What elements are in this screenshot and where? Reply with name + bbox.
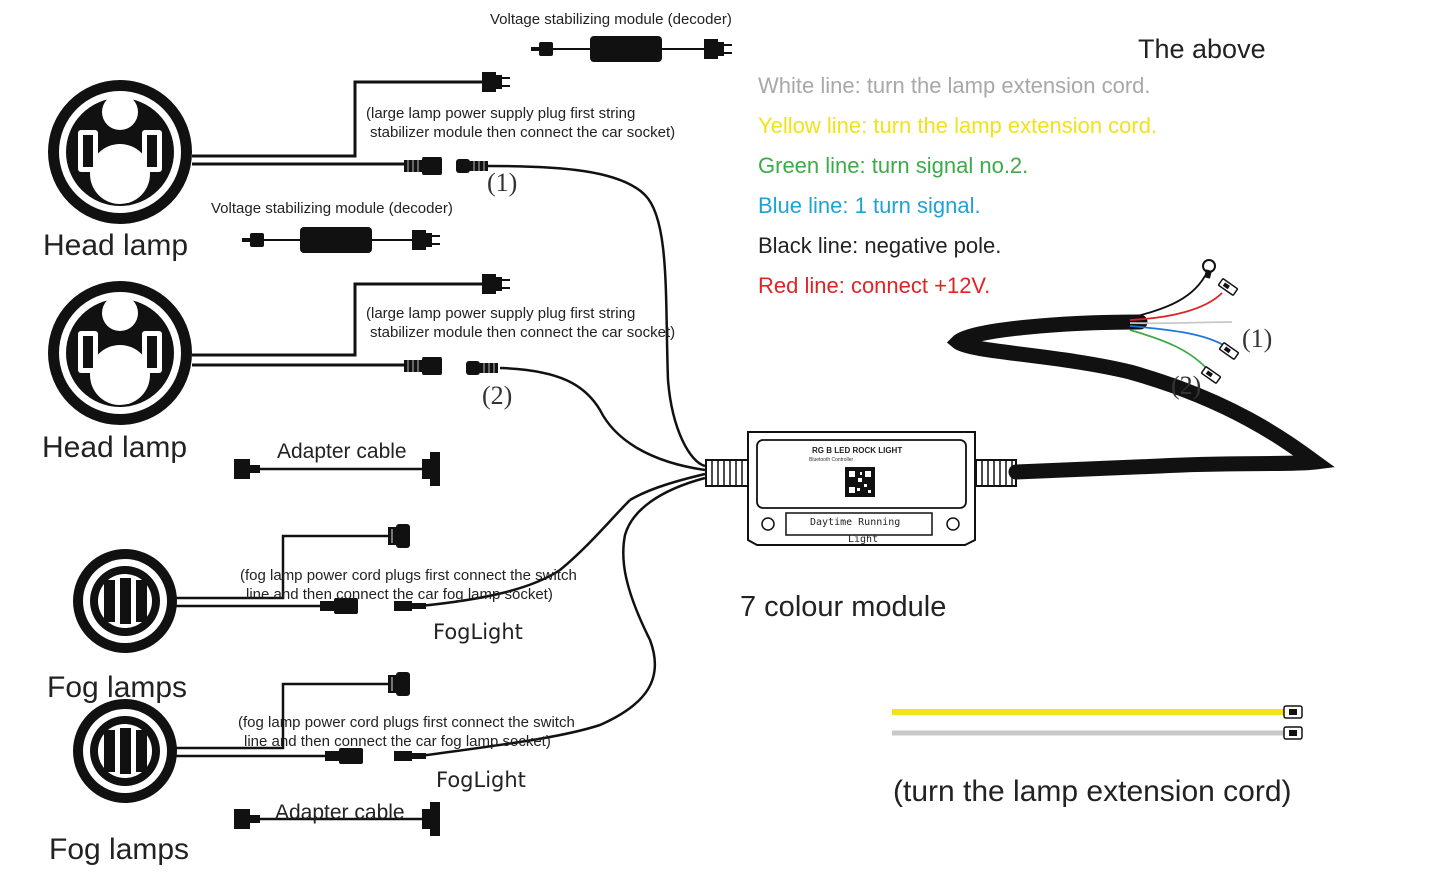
socket-1-mate-icon bbox=[456, 159, 488, 173]
adapter-cable-2-label: Adapter cable bbox=[275, 801, 405, 824]
tail-wires bbox=[1129, 275, 1233, 371]
decoder-1-label: Voltage stabilizing module (decoder) bbox=[490, 11, 732, 28]
head-lamp-2-icon bbox=[48, 281, 192, 425]
fog-socket-1-icon bbox=[320, 598, 358, 614]
extension-cord-label: (turn the lamp extension cord) bbox=[893, 775, 1292, 808]
fog-socket-1-mate-icon bbox=[394, 601, 426, 611]
fog-switch-plug-2-icon bbox=[388, 672, 410, 696]
head-lamp-1-label: Head lamp bbox=[43, 229, 189, 262]
thick-cable bbox=[946, 314, 1335, 480]
spade-terminal-2-icon bbox=[1218, 342, 1240, 360]
foglight-2-label: FogLight bbox=[436, 768, 526, 792]
decoder-2-label: Voltage stabilizing module (decoder) bbox=[211, 200, 453, 217]
socket-2-mate-icon bbox=[466, 361, 498, 375]
seven-colour-module-label: 7 colour module bbox=[740, 591, 947, 623]
fog-lamps-1-label: Fog lamps bbox=[47, 671, 188, 704]
legend-blue: Blue line: 1 turn signal. bbox=[758, 193, 981, 218]
socket-2-icon bbox=[404, 357, 442, 375]
large-lamp-note-2: (large lamp power supply plug first stri… bbox=[366, 305, 676, 341]
socket-1-icon bbox=[404, 157, 442, 175]
decoder-2-icon bbox=[242, 227, 440, 253]
head-lamp-1-wiring bbox=[192, 80, 482, 166]
harness-wires bbox=[487, 164, 706, 502]
fog-lamp-1-icon bbox=[73, 549, 177, 653]
connector-2-label: (2) bbox=[482, 381, 513, 410]
fog-lamps-2-label: Fog lamps bbox=[49, 833, 190, 866]
fog-lamp-1-wiring bbox=[170, 499, 631, 608]
legend-red: Red line: connect +12V. bbox=[758, 273, 991, 298]
module-title: RG B LED ROCK LIGHT bbox=[812, 446, 903, 455]
large-lamp-note-1: (large lamp power supply plug first stri… bbox=[366, 105, 676, 141]
head-lamp-1-icon bbox=[48, 80, 192, 224]
fog-note-1: (fog lamp power cord plugs first connect… bbox=[240, 567, 577, 603]
connector-1-right-label: (1) bbox=[1242, 324, 1273, 353]
foglight-1-label: FogLight bbox=[433, 620, 523, 644]
head-lamp-2-wiring bbox=[192, 282, 482, 367]
fog-lamp-2-wiring bbox=[170, 476, 706, 758]
fog-note-2: (fog lamp power cord plugs first connect… bbox=[238, 714, 575, 750]
fog-socket-2-icon bbox=[325, 748, 363, 764]
head-lamp-2-label: Head lamp bbox=[42, 431, 188, 464]
power-plug-1-icon bbox=[482, 72, 510, 92]
ring-terminal-icon bbox=[1202, 259, 1216, 279]
decoder-1-icon bbox=[531, 36, 732, 62]
module-subtitle: Bluetooth Controller bbox=[809, 457, 854, 463]
seven-colour-module-icon bbox=[705, 431, 1017, 546]
spade-terminal-3-icon bbox=[1200, 366, 1222, 384]
adapter-cable-1-label: Adapter cable bbox=[277, 440, 407, 463]
module-drl-line2: Light bbox=[848, 534, 879, 545]
fog-socket-2-mate-icon bbox=[394, 751, 426, 761]
legend-green: Green line: turn signal no.2. bbox=[758, 153, 1029, 178]
the-above-label: The above bbox=[1138, 34, 1266, 64]
connector-1-label: (1) bbox=[487, 168, 518, 197]
fog-lamp-2-icon bbox=[73, 699, 177, 803]
legend-black: Black line: negative pole. bbox=[758, 233, 1002, 258]
legend-yellow: Yellow line: turn the lamp extension cor… bbox=[758, 113, 1158, 138]
spade-terminal-1-icon bbox=[1217, 278, 1239, 296]
extension-cords bbox=[892, 705, 1303, 740]
legend-white: White line: turn the lamp extension cord… bbox=[758, 73, 1151, 98]
module-drl-line1: Daytime Running bbox=[810, 517, 901, 528]
connector-2-right-label: (2) bbox=[1171, 371, 1202, 400]
power-plug-2-icon bbox=[482, 274, 510, 294]
fog-switch-plug-1-icon bbox=[388, 524, 410, 548]
